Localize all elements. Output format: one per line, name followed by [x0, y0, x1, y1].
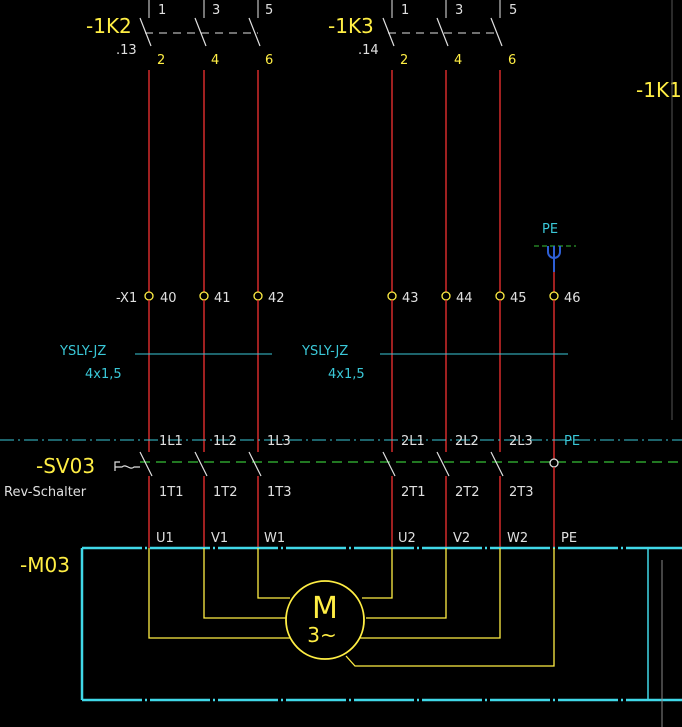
motor-terminal-v2: V2 [453, 531, 470, 546]
contactor-1k3: -1K3 .14 1 3 5 2 4 6 [328, 0, 517, 68]
switch-contact-4 [382, 451, 396, 477]
pe-label-top: PE [542, 222, 558, 237]
terminal-label-41: 41 [214, 291, 231, 306]
terminal-44 [441, 291, 451, 301]
terminal-label-40: 40 [160, 291, 177, 306]
winding-v2 [366, 548, 447, 619]
pe-ground-symbol: PE [534, 222, 576, 292]
switch-label-1l2: 1L2 [213, 434, 237, 449]
switch-label-2t2: 2T2 [455, 485, 479, 500]
switch-contact-2 [194, 451, 208, 477]
pin-1k2-6: 6 [265, 53, 273, 68]
pin-1k2-2: 2 [157, 53, 165, 68]
terminal-40 [144, 291, 154, 301]
wires-upper [148, 70, 501, 292]
motor-circle [285, 580, 365, 660]
contact-1k2-2 [194, 17, 207, 47]
pin-1k2-5: 5 [265, 3, 273, 18]
switch-label-1l3: 1L3 [267, 434, 291, 449]
contactor-1k3-tag: -1K3 [328, 14, 374, 38]
motor-winding-wires [148, 548, 555, 667]
terminal-strip-prefix: -X1 [116, 291, 137, 306]
offpage-contactor-tag: -1K1 [636, 78, 682, 102]
wires-lower [148, 467, 555, 548]
contactor-1k2-ref: .13 [116, 43, 137, 58]
pin-1k2-4: 4 [211, 53, 219, 68]
motor-letter: M [312, 591, 338, 626]
cable-annotation-2: YSLY-JZ 4x1,5 [301, 344, 568, 382]
switch-actuator-symbol [114, 461, 140, 471]
switch-pe-node [549, 458, 559, 468]
motor-terminal-w1: W1 [264, 531, 285, 546]
winding-w1 [257, 548, 290, 599]
cable-1-size: 4x1,5 [85, 367, 122, 382]
switch-label-pe: PE [564, 434, 580, 449]
wires-middle [148, 300, 555, 459]
motor-tag: -M03 [20, 553, 70, 577]
pin-1k3-1: 1 [401, 3, 409, 18]
winding-v1 [203, 548, 286, 619]
terminal-label-43: 43 [402, 291, 419, 306]
winding-pe [345, 548, 555, 667]
winding-u2 [362, 548, 393, 599]
pin-1k3-6: 6 [508, 53, 516, 68]
cable-2-size: 4x1,5 [328, 367, 365, 382]
pin-1k2-3: 3 [212, 3, 220, 18]
switch-label-2t1: 2T1 [401, 485, 425, 500]
terminal-label-46: 46 [564, 291, 581, 306]
terminal-strip-x1: -X1 40 41 42 43 44 45 46 [116, 291, 581, 306]
terminal-45 [495, 291, 505, 301]
terminal-46 [549, 291, 559, 301]
terminal-label-42: 42 [268, 291, 285, 306]
cable-1-type: YSLY-JZ [59, 344, 106, 359]
switch-label-2t3: 2T3 [509, 485, 533, 500]
switch-label-2l3: 2L3 [509, 434, 533, 449]
motor-terminal-u2: U2 [398, 531, 416, 546]
contactor-1k2: -1K2 .13 1 3 5 2 4 6 [86, 0, 273, 68]
terminal-label-44: 44 [456, 291, 473, 306]
switch-label-2l2: 2L2 [455, 434, 479, 449]
switch-contact-1 [139, 451, 153, 477]
reversing-switch-sv03: -SV03 Rev-Schalter 1L1 1L2 1L3 2L1 2L2 2… [0, 434, 682, 500]
terminal-42 [253, 291, 263, 301]
switch-label-1l1: 1L1 [159, 434, 183, 449]
winding-u1 [148, 548, 294, 639]
contactor-1k3-ref: .14 [358, 43, 379, 58]
cable-annotation-1: YSLY-JZ 4x1,5 [59, 344, 272, 382]
contactor-1k2-tag: -1K2 [86, 14, 132, 38]
switch-contact-6 [490, 451, 504, 477]
switch-description: Rev-Schalter [4, 485, 87, 500]
winding-w2 [360, 548, 501, 639]
pin-1k3-4: 4 [454, 53, 462, 68]
motor-m03: -M03 U1 V1 W1 U2 V2 W2 PE M 3~ [20, 531, 682, 727]
motor-terminal-pe: PE [561, 531, 577, 546]
contact-1k2-3 [248, 17, 261, 47]
switch-label-2l1: 2L1 [401, 434, 425, 449]
contact-1k3-3 [490, 17, 503, 47]
contact-1k2-1 [139, 17, 152, 47]
contact-1k3-1 [382, 17, 395, 47]
terminal-43 [387, 291, 397, 301]
switch-label-1t1: 1T1 [159, 485, 183, 500]
switch-tag: -SV03 [36, 454, 95, 478]
switch-label-1t3: 1T3 [267, 485, 291, 500]
cable-2-type: YSLY-JZ [301, 344, 348, 359]
pin-1k3-5: 5 [509, 3, 517, 18]
pin-1k3-3: 3 [455, 3, 463, 18]
terminal-41 [199, 291, 209, 301]
terminal-label-45: 45 [510, 291, 527, 306]
pin-1k2-1: 1 [158, 3, 166, 18]
motor-terminal-u1: U1 [156, 531, 174, 546]
pin-1k3-2: 2 [400, 53, 408, 68]
switch-label-1t2: 1T2 [213, 485, 237, 500]
contact-1k3-2 [436, 17, 449, 47]
switch-contact-5 [436, 451, 450, 477]
motor-terminal-v1: V1 [211, 531, 228, 546]
switch-contact-3 [248, 451, 262, 477]
motor-terminal-w2: W2 [507, 531, 528, 546]
motor-phase: 3~ [307, 623, 336, 647]
